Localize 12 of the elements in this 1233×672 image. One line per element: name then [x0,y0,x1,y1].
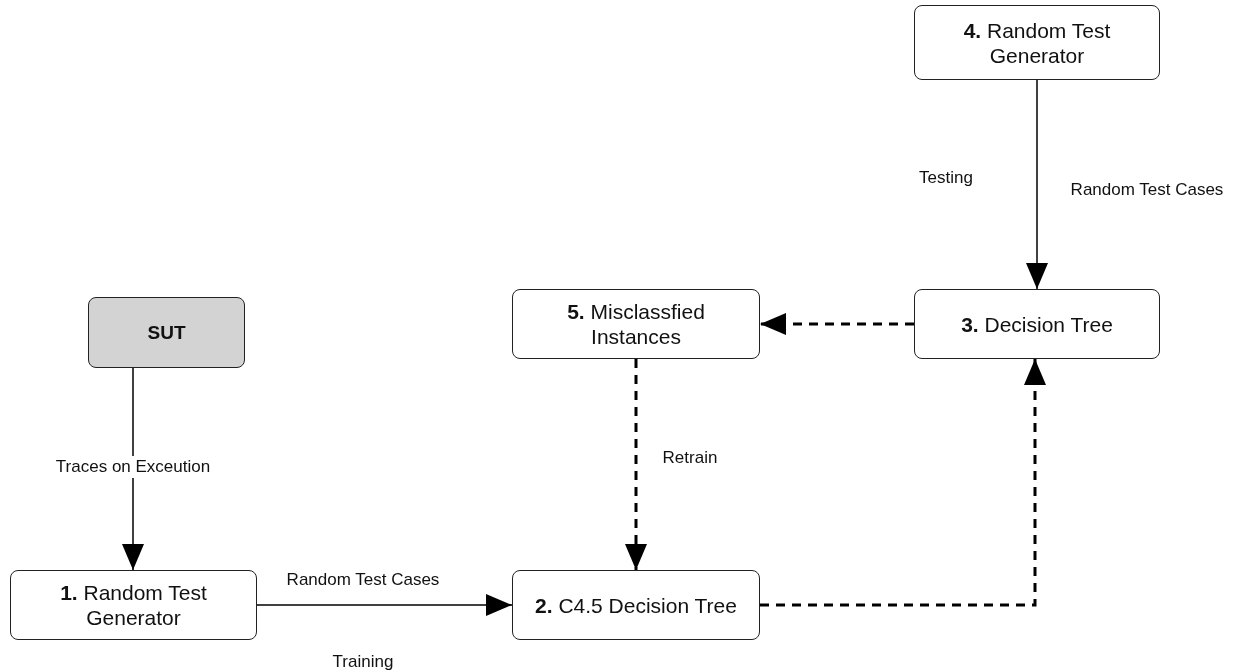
process-box: 2. C4.5 Decision Tree [512,570,760,640]
process-box: 4. Random Test Generator [914,5,1160,80]
process-box: 3. Decision Tree [914,289,1160,359]
arrow [122,367,144,571]
arrow [1026,79,1048,290]
process-box: 5. Misclassfied Instances [512,289,760,359]
arrow [625,359,647,570]
arrow [760,313,914,335]
system-box: SUT [88,297,245,368]
arrow [760,359,1046,607]
process-box: 1. Random Test Generator [10,570,257,640]
arrow [256,594,513,616]
